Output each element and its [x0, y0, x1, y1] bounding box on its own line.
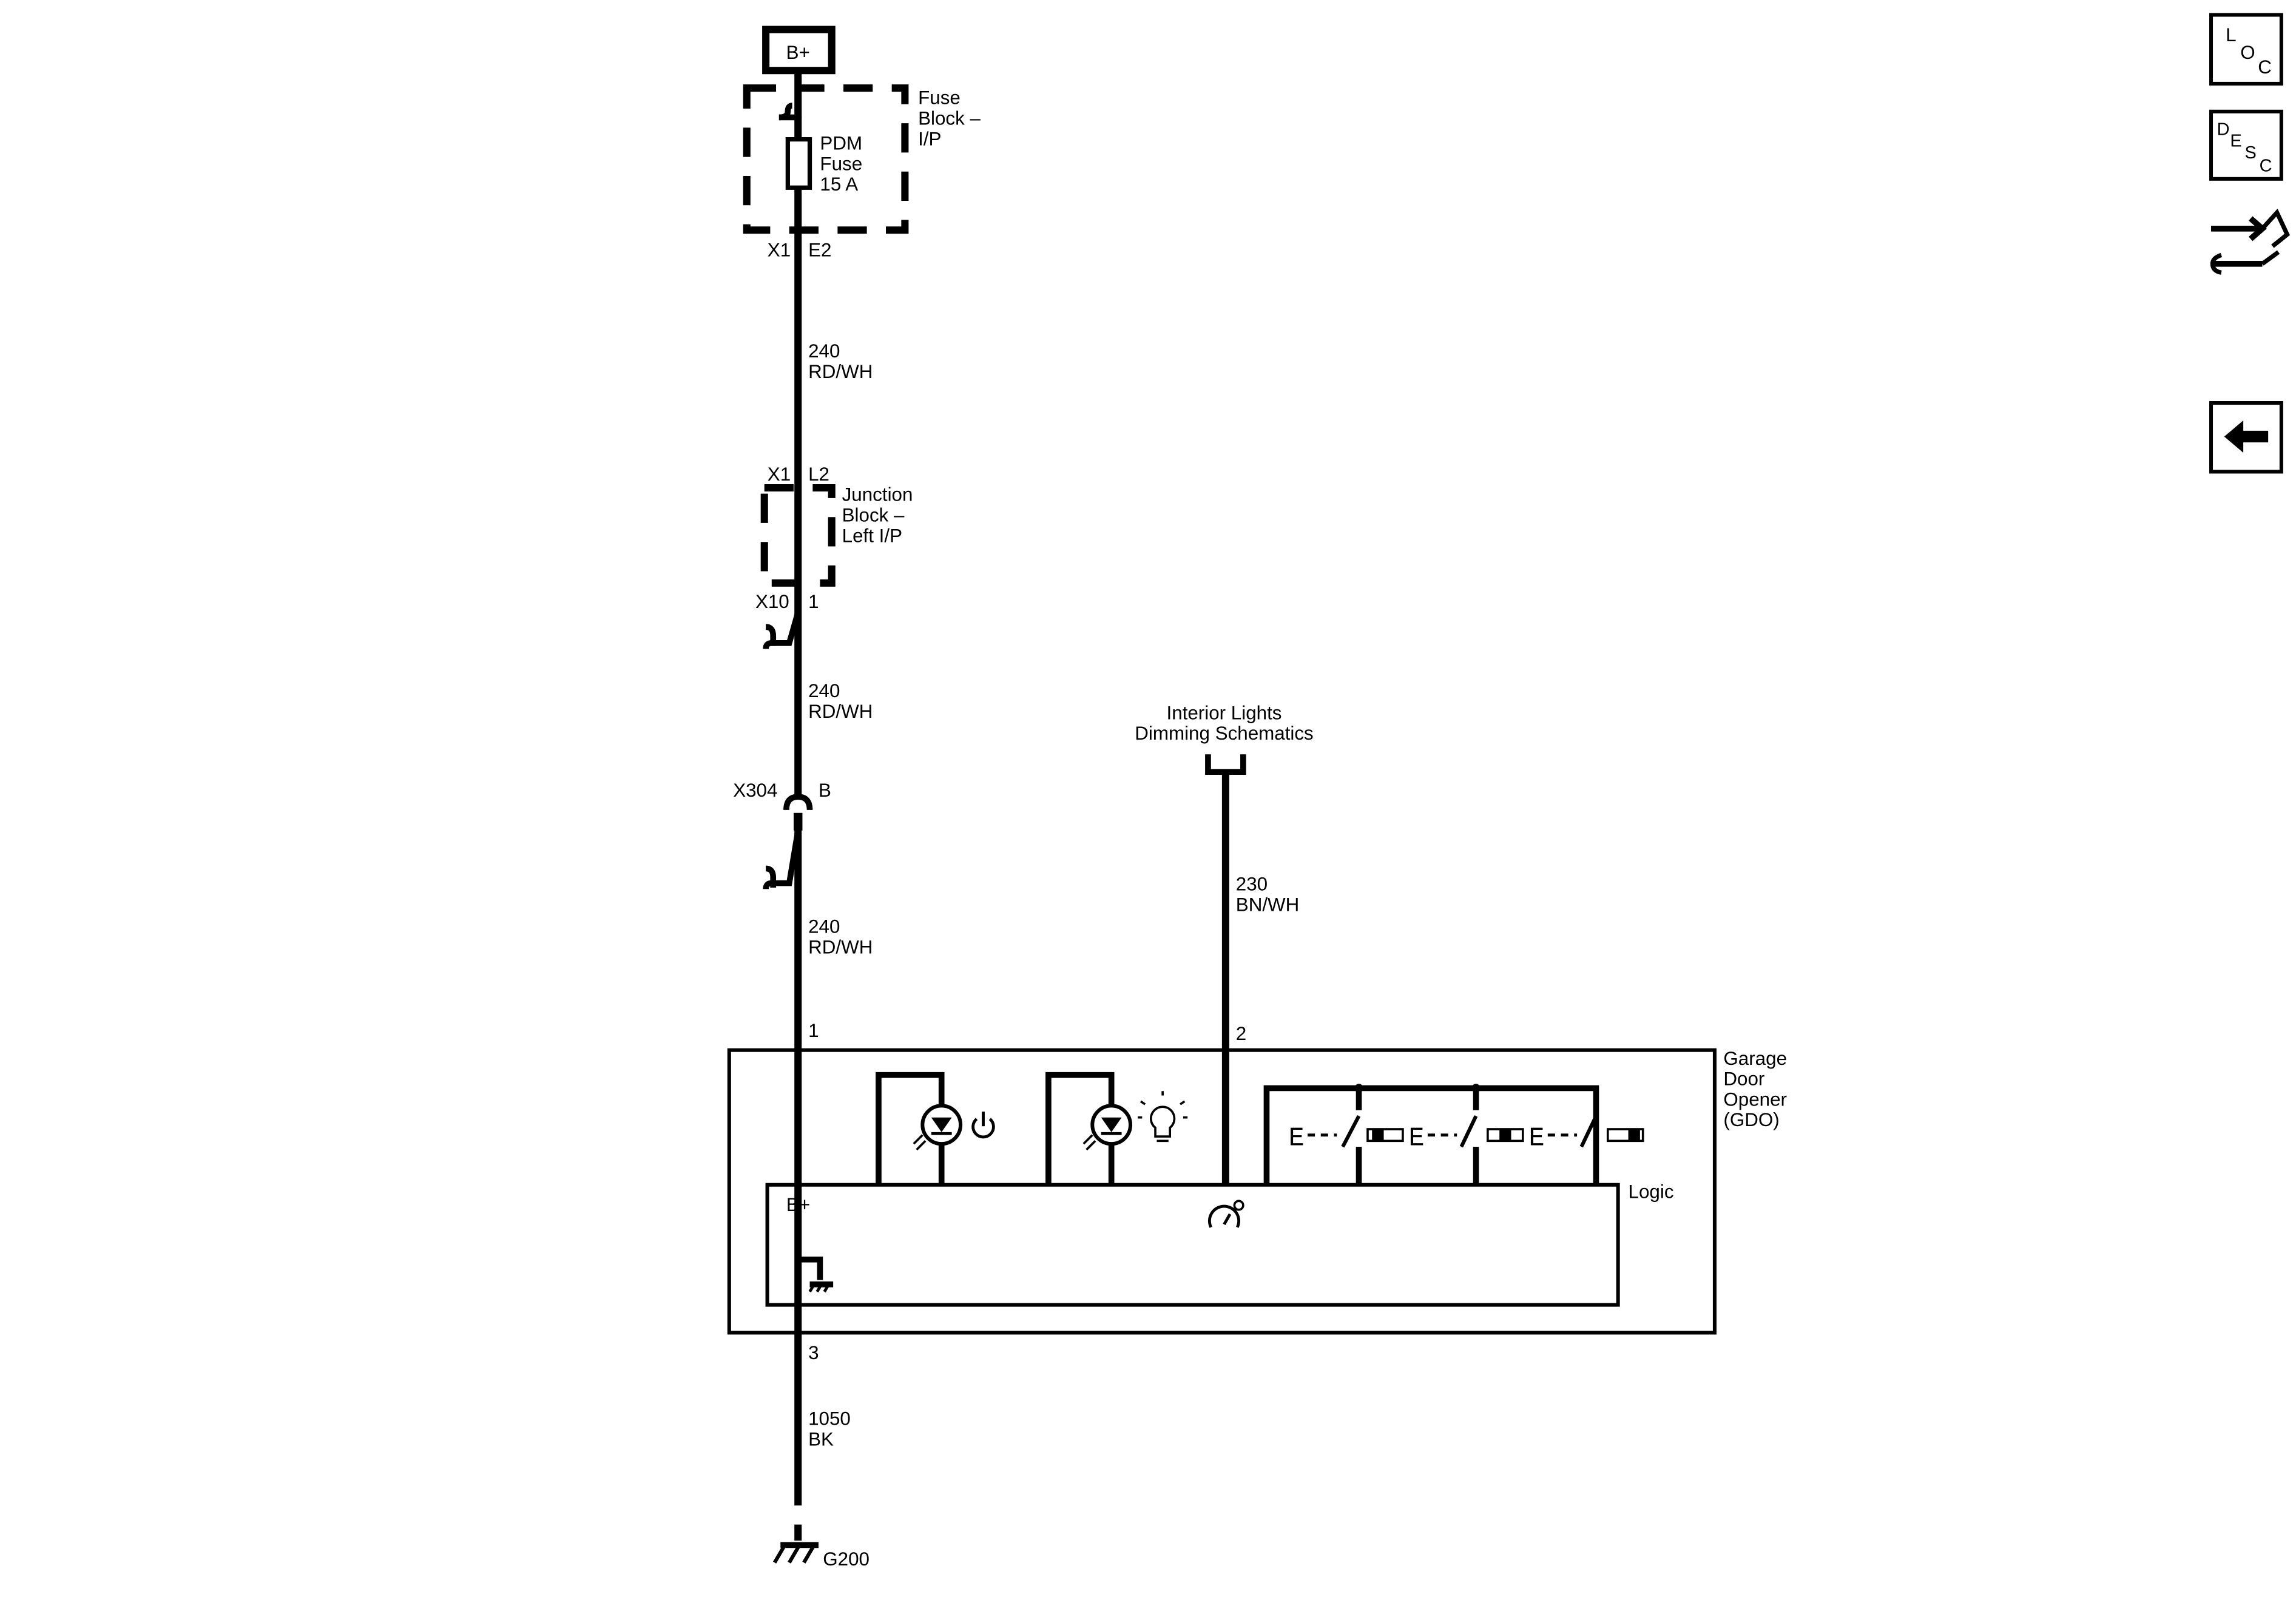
fuse-block-connector-label: X1	[768, 240, 791, 261]
power-icon	[971, 1112, 995, 1139]
power-source: B+	[762, 25, 836, 75]
junction-name-line2: Block –	[842, 505, 905, 526]
wire3-color: RD/WH	[808, 936, 873, 957]
led-light-indicator	[1045, 1072, 1188, 1185]
wire2-circuit: 240	[808, 680, 840, 701]
back-button[interactable]	[2209, 401, 2283, 474]
logic-box	[765, 1183, 1620, 1307]
fuse-block: Fuse Block – I/P PDM Fuse 15 A X1 E2	[743, 84, 981, 261]
fuse-block-pin-label: E2	[808, 240, 831, 261]
svg-text:E: E	[1289, 1124, 1305, 1154]
gdo-name-line1: Garage	[1723, 1048, 1787, 1069]
svg-text:C: C	[2258, 56, 2272, 78]
junction-bottom-connector: X10	[755, 591, 789, 612]
dimming-icon	[1207, 1200, 1244, 1228]
inline-connector-pin: B	[819, 780, 831, 801]
wire1-circuit: 240	[808, 340, 840, 362]
junction-block-outline	[760, 484, 836, 587]
gdo-pin-dimming: 2	[1236, 1023, 1246, 1044]
fuse-block-name-line1: Fuse	[918, 87, 961, 109]
dimming-reference: Interior Lights Dimming Schematics 230 B…	[1135, 702, 1314, 1184]
fuse-label-line3: 15 A	[820, 174, 858, 195]
wire4-color: BN/WH	[1236, 894, 1300, 915]
svg-text:E: E	[1528, 1124, 1544, 1154]
wire2-color: RD/WH	[808, 701, 873, 722]
switch-3: E	[1528, 1115, 1644, 1185]
ground-icon	[795, 1256, 834, 1305]
wire5-circuit: 1050	[808, 1408, 851, 1429]
dimming-ref-bracket	[1205, 754, 1246, 775]
fuse-symbol	[785, 137, 812, 190]
ground-name: G200	[823, 1548, 869, 1570]
svg-text:L: L	[2226, 24, 2236, 46]
fuse-block-name-line3: I/P	[918, 128, 941, 149]
svg-text:C: C	[2260, 157, 2272, 176]
wire4-circuit: 230	[1236, 874, 1268, 895]
gdo-pin-ground: 3	[808, 1342, 819, 1363]
switch-button-icon-2	[1487, 1128, 1524, 1143]
switch-group: E E E	[1263, 1084, 1644, 1185]
logic-bplus-label: B+	[786, 1194, 810, 1215]
dimming-ref-line1: Interior Lights	[1166, 702, 1281, 723]
svg-text:E: E	[1409, 1124, 1425, 1154]
inline-connector-female	[783, 794, 813, 811]
inline-connector-name: X304	[733, 780, 777, 801]
fuse-label-line2: Fuse	[820, 153, 862, 174]
gdo-module: Garage Door Opener (GDO) 1 2 3 Logic B+	[727, 1020, 1787, 1363]
fuse-label-line1: PDM	[820, 133, 862, 154]
inline-connector-x304: X304 B	[733, 780, 831, 890]
dimming-ref-line2: Dimming Schematics	[1135, 723, 1313, 744]
switch-button-icon-1	[1366, 1128, 1404, 1143]
svg-text:E: E	[2230, 132, 2241, 151]
switch-button-icon-3	[1606, 1128, 1644, 1143]
loc-button[interactable]: L O C	[2209, 13, 2283, 86]
fuse-block-name-line2: Block –	[918, 108, 981, 129]
junction-top-pin: L2	[808, 464, 829, 485]
wire1-color: RD/WH	[808, 361, 873, 382]
logic-label: Logic	[1629, 1181, 1674, 1202]
switch-2: E	[1409, 1115, 1524, 1185]
led-power-indicator	[876, 1072, 995, 1185]
junction-top-connector: X1	[768, 464, 791, 485]
wire5-color: BK	[808, 1428, 834, 1450]
gdo-name-line3: Opener	[1723, 1089, 1787, 1110]
svg-text:O: O	[2240, 42, 2255, 63]
svg-text:D: D	[2217, 120, 2230, 139]
chassis-ground: G200	[773, 1542, 869, 1570]
switch-1: E	[1289, 1115, 1404, 1185]
wire3-circuit: 240	[808, 916, 840, 937]
back-arrow-icon	[2224, 420, 2269, 453]
junction-bottom-pin: 1	[808, 591, 819, 612]
power-label: B+	[786, 42, 810, 63]
gdo-name-line2: Door	[1723, 1068, 1764, 1090]
gdo-outline	[727, 1048, 1717, 1335]
gdo-name-line4: (GDO)	[1723, 1109, 1779, 1130]
junction-name-line3: Left I/P	[842, 525, 902, 546]
svg-text:S: S	[2245, 143, 2257, 163]
gdo-pin-power: 1	[808, 1020, 819, 1041]
desc-button[interactable]: D E S C	[2209, 109, 2283, 181]
bulb-icon	[1138, 1091, 1188, 1143]
junction-name-line1: Junction	[842, 484, 913, 505]
tools-icon[interactable]	[2210, 208, 2291, 275]
junction-block: X1 L2 Junction Block – Left I/P X10 1	[755, 464, 913, 649]
